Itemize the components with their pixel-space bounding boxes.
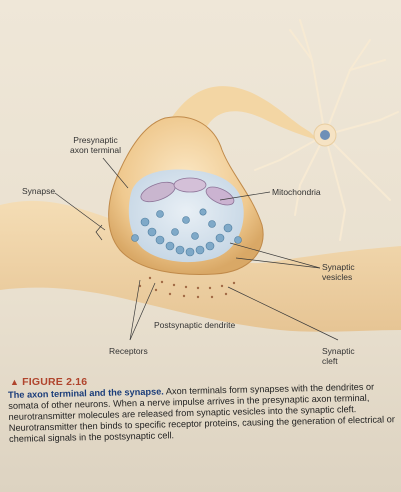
mitochondria — [140, 177, 235, 206]
neuron-nucleus — [320, 130, 330, 140]
label-vesicles-line2: vesicles — [322, 272, 353, 282]
label-mitochondria: Mitochondria — [272, 187, 321, 197]
label-synapse: Synapse — [22, 186, 56, 196]
label-presynaptic-line1: Presynaptic — [73, 135, 118, 145]
label-synaptic-vesicles: Synaptic vesicles — [322, 262, 355, 282]
neuron-cell — [254, 19, 399, 241]
receptor-dots — [138, 276, 236, 299]
triangle-icon: ▲ — [10, 377, 20, 387]
label-presynaptic-line2: axon terminal — [70, 145, 122, 155]
label-cleft-line1: Synaptic — [322, 346, 355, 356]
figure-label-text: FIGURE 2.16 — [22, 376, 88, 388]
label-presynaptic-terminal: Presynaptic axon terminal — [70, 135, 121, 155]
label-vesicles-line1: Synaptic — [322, 262, 355, 272]
synaptic-vesicles — [131, 208, 242, 257]
label-receptors: Receptors — [109, 346, 148, 356]
synapse-illustration — [0, 19, 401, 341]
label-postsynaptic-dendrite: Postsynaptic dendrite — [154, 320, 236, 330]
axon-shape — [170, 86, 318, 140]
label-cleft-line2: cleft — [322, 356, 338, 366]
leader-lines — [54, 157, 339, 341]
label-synaptic-cleft: Synaptic cleft — [322, 346, 355, 366]
figure-number: ▲FIGURE 2.16 — [10, 376, 87, 388]
figure-caption: The axon terminal and the synapse. Axon … — [8, 381, 401, 445]
